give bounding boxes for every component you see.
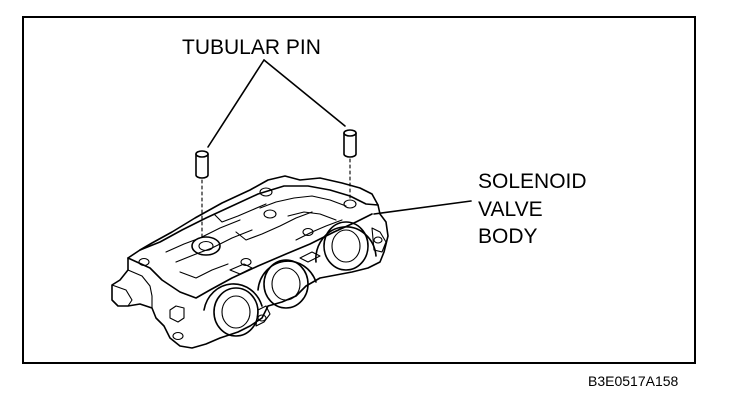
- solenoid-label-line1: SOLENOID: [478, 170, 587, 193]
- figure-code: B3E0517A158: [588, 373, 679, 389]
- solenoid-valve-body-icon: [111, 175, 389, 349]
- solenoid-leader-line: [373, 200, 472, 215]
- tubular-pin-icon: [195, 129, 357, 241]
- tubular-pin-leader-lines: [207, 59, 346, 148]
- solenoid-label-line2: VALVE: [478, 198, 543, 221]
- solenoid-label-line3: BODY: [478, 225, 538, 248]
- figure-frame: [22, 16, 696, 364]
- solenoid-valve-body-label: SOLENOID VALVE BODY: [478, 170, 587, 248]
- tubular-pin-label: TUBULAR PIN: [182, 36, 321, 59]
